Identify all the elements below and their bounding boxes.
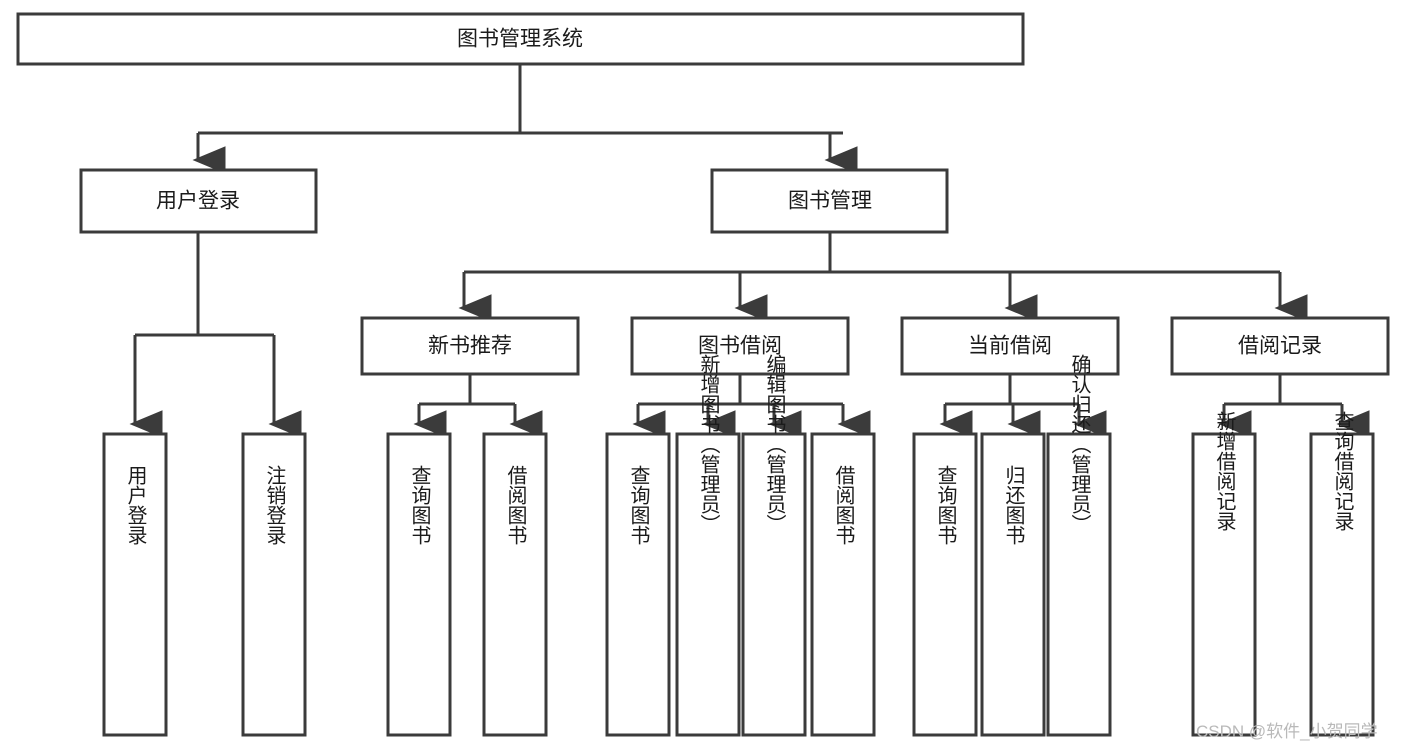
node-leaf-return-book-label: 归还图书 — [1002, 465, 1025, 545]
node-leaf-query-book-1-label: 查询图书 — [408, 465, 431, 545]
node-leaf-add-record[interactable]: 新增借阅记录 — [1191, 411, 1257, 737]
node-leaf-borrow-book-1[interactable]: 借阅图书 — [482, 432, 548, 737]
node-new-book-recommend-label: 新书推荐 — [428, 335, 512, 358]
node-leaf-user-login[interactable]: 用户登录 — [102, 432, 168, 737]
node-leaf-user-logout[interactable]: 注销登录 — [241, 432, 307, 737]
node-leaf-add-record-label: 新增借阅记录 — [1213, 411, 1236, 531]
node-book-borrow[interactable]: 图书借阅 — [630, 316, 850, 376]
node-leaf-borrow-book-2[interactable]: 借阅图书 — [810, 432, 876, 737]
node-current-borrow-box[interactable] — [900, 316, 1120, 376]
node-new-book-recommend-box[interactable] — [360, 316, 580, 376]
node-borrow-record-label: 借阅记录 — [1238, 335, 1322, 358]
node-book-borrow-label: 图书借阅 — [698, 335, 782, 358]
node-user-login-label: 用户登录 — [156, 190, 240, 213]
node-book-manage[interactable]: 图书管理 — [710, 168, 949, 234]
node-root[interactable]: 图书管理系统 — [16, 12, 1025, 66]
node-leaf-user-login-label: 用户登录 — [124, 465, 147, 545]
node-leaf-add-book[interactable]: 新增图书（管理员） — [675, 354, 741, 737]
node-root-label: 图书管理系统 — [457, 28, 583, 51]
node-leaf-query-book-1[interactable]: 查询图书 — [386, 432, 452, 737]
node-leaf-query-book-2-box[interactable] — [605, 432, 671, 737]
node-current-borrow[interactable]: 当前借阅 — [900, 316, 1120, 376]
node-leaf-borrow-book-2-label: 借阅图书 — [832, 465, 855, 545]
node-leaf-add-book-box[interactable] — [675, 432, 741, 737]
node-book-manage-label: 图书管理 — [788, 190, 872, 213]
node-book-manage-box[interactable] — [710, 168, 949, 234]
node-leaf-query-book-2-label: 查询图书 — [627, 465, 650, 545]
connector-layer — [129, 64, 1370, 438]
node-leaf-borrow-book-1-box[interactable] — [482, 432, 548, 737]
node-leaf-query-book-1-box[interactable] — [386, 432, 452, 737]
node-leaf-add-book-label: 新增图书（管理员） — [697, 354, 720, 534]
node-leaf-edit-book-box[interactable] — [741, 432, 807, 737]
node-leaf-confirm-return[interactable]: 确认归还（管理员） — [1046, 354, 1112, 737]
node-leaf-edit-book[interactable]: 编辑图书（管理员） — [741, 354, 807, 737]
node-leaf-query-book-3-box[interactable] — [912, 432, 978, 737]
node-user-login[interactable]: 用户登录 — [79, 168, 318, 234]
node-leaf-return-book-box[interactable] — [980, 432, 1046, 737]
node-borrow-record[interactable]: 借阅记录 — [1170, 316, 1390, 376]
node-leaf-confirm-return-box[interactable] — [1046, 432, 1112, 737]
node-leaf-query-record-box[interactable] — [1309, 432, 1375, 737]
node-leaf-edit-book-label: 编辑图书（管理员） — [763, 354, 786, 534]
node-leaf-borrow-book-1-label: 借阅图书 — [504, 465, 527, 545]
node-leaf-query-book-3-label: 查询图书 — [934, 465, 957, 545]
node-leaf-borrow-book-2-box[interactable] — [810, 432, 876, 737]
node-current-borrow-label: 当前借阅 — [968, 335, 1052, 358]
node-leaf-user-logout-label: 注销登录 — [263, 465, 286, 545]
csdn-watermark: CSDN @软件_小贺同学 — [1196, 722, 1378, 741]
node-book-borrow-box[interactable] — [630, 316, 850, 376]
node-root-box[interactable] — [16, 12, 1025, 66]
node-leaf-query-book-3[interactable]: 查询图书 — [912, 432, 978, 737]
node-leaf-query-book-2[interactable]: 查询图书 — [605, 432, 671, 737]
node-borrow-record-box[interactable] — [1170, 316, 1390, 376]
node-new-book-recommend[interactable]: 新书推荐 — [360, 316, 580, 376]
node-leaf-return-book[interactable]: 归还图书 — [980, 432, 1046, 737]
node-user-login-box[interactable] — [79, 168, 318, 234]
node-leaf-confirm-return-label: 确认归还（管理员） — [1068, 354, 1091, 534]
node-leaf-user-login-box[interactable] — [102, 432, 168, 737]
node-leaf-query-record[interactable]: 查询借阅记录 — [1309, 411, 1375, 737]
node-leaf-user-logout-box[interactable] — [241, 432, 307, 737]
node-leaf-query-record-label: 查询借阅记录 — [1331, 411, 1354, 531]
node-leaf-add-record-box[interactable] — [1191, 432, 1257, 737]
